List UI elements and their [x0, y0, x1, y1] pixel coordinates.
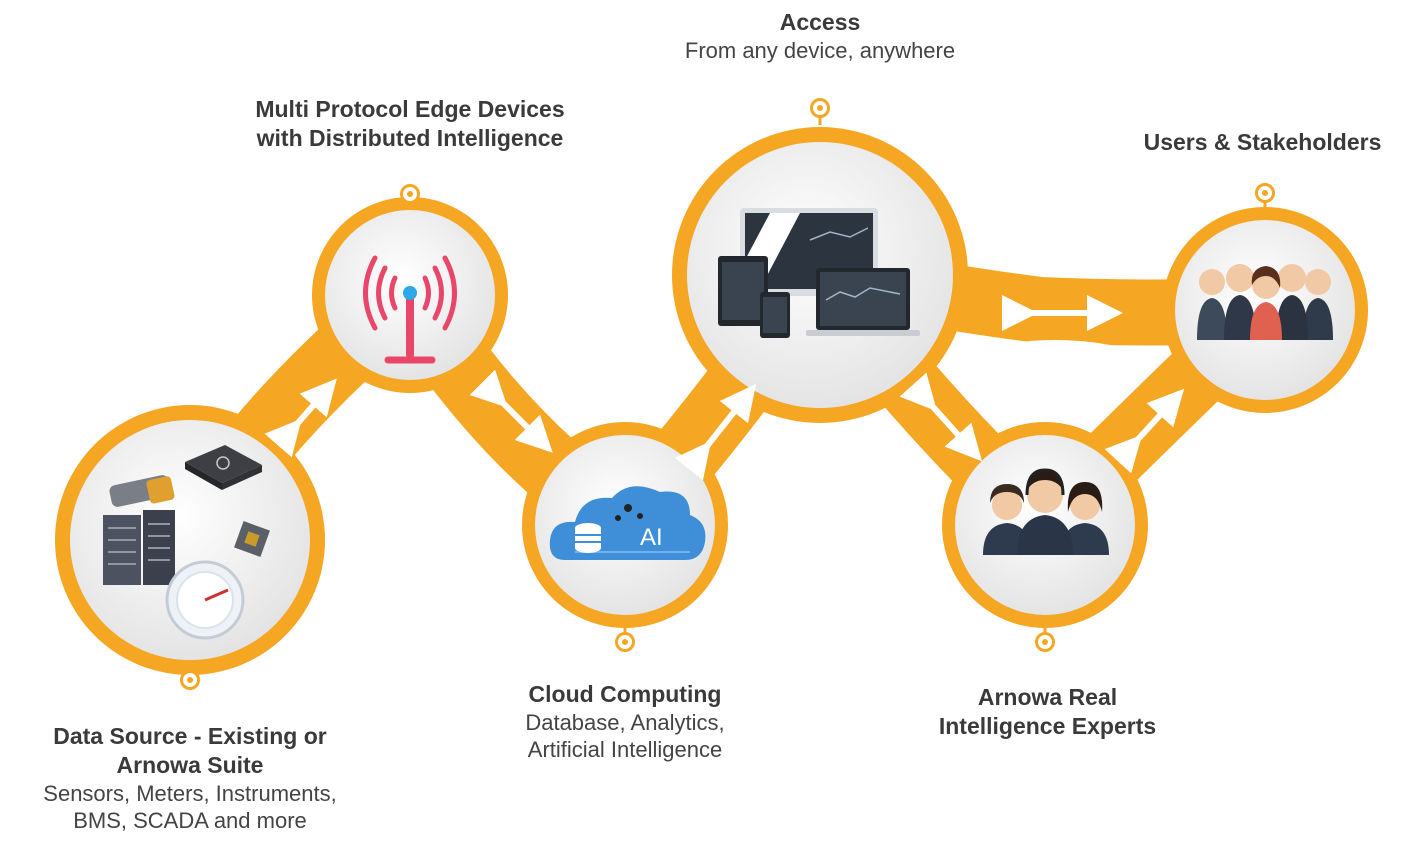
- arrows: [264, 295, 1185, 481]
- pin-edge: [400, 184, 420, 204]
- users-group-icon: [1197, 264, 1333, 340]
- arrow-source-edge: [264, 378, 337, 458]
- label-experts: Arnowa Real Intelligence Experts: [900, 683, 1195, 741]
- label-edge: Multi Protocol Edge Devices with Distrib…: [200, 95, 620, 153]
- antenna-icon: [363, 255, 457, 364]
- pin-access: [810, 98, 830, 118]
- cloud-desc-line2: Artificial Intelligence: [527, 737, 723, 763]
- data-source-desc-line2: BMS, SCADA and more: [73, 808, 307, 833]
- pin-users: [1255, 183, 1275, 203]
- band-cutout: [945, 340, 1132, 427]
- data-source-desc-line1: Sensors, Meters, Instruments,: [43, 780, 337, 806]
- data-source-title-line2: Arnowa Suite: [116, 751, 264, 778]
- experts-title-line1: Arnowa Real: [977, 684, 1118, 710]
- support-experts-icon: [983, 468, 1109, 555]
- arrow-cloud-access: [674, 383, 757, 481]
- label-access: Access From any device, anywhere: [620, 8, 1020, 64]
- cloud-title: Cloud Computing: [528, 681, 722, 707]
- arrow-access-experts: [899, 372, 983, 462]
- pin-data-source: [180, 670, 200, 690]
- edge-title-line2: with Distributed Intelligence: [256, 124, 564, 151]
- cloud-desc-line1: Database, Analytics,: [525, 709, 725, 735]
- cloud-ai-icon: AI: [549, 486, 706, 560]
- label-data-source: Data Source - Existing or Arnowa Suite S…: [20, 722, 360, 835]
- sensors-devices-icon: [103, 445, 270, 640]
- pin-cloud: [615, 632, 635, 652]
- users-title: Users & Stakeholders: [1143, 129, 1382, 155]
- cloud-ai-text: AI: [640, 524, 663, 551]
- label-cloud: Cloud Computing Database, Analytics, Art…: [470, 680, 780, 764]
- experts-title-line2: Intelligence Experts: [938, 712, 1157, 739]
- edge-title-line1: Multi Protocol Edge Devices: [255, 96, 565, 122]
- arrow-edge-cloud: [469, 369, 553, 453]
- arrow-experts-users: [1104, 388, 1185, 474]
- label-users: Users & Stakeholders: [1120, 128, 1405, 157]
- multi-device-screens-icon: [718, 208, 920, 338]
- access-title: Access: [779, 9, 861, 35]
- data-source-title-line1: Data Source - Existing or: [53, 723, 327, 749]
- pin-experts: [1035, 632, 1055, 652]
- access-desc: From any device, anywhere: [684, 37, 956, 63]
